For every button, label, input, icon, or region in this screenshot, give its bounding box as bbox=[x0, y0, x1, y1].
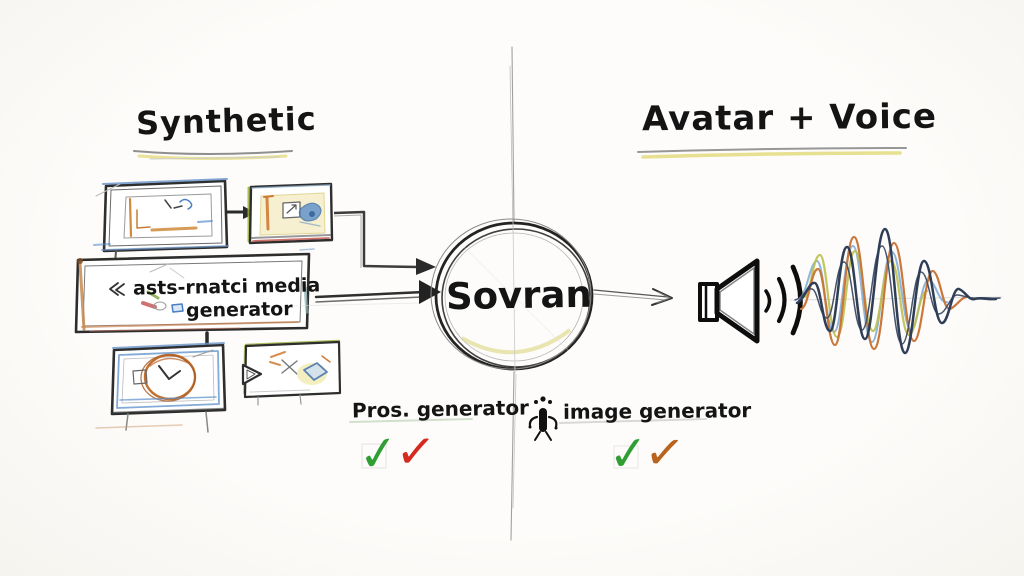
check-icon: ✓ bbox=[606, 425, 650, 484]
speaker-icon bbox=[698, 258, 760, 344]
divider-line bbox=[509, 46, 517, 541]
section-title-avatar-voice: Avatar + Voice bbox=[641, 96, 938, 140]
media-generator-label-line1: asts-rnatci media bbox=[132, 274, 321, 300]
player-screen bbox=[241, 339, 342, 406]
footer-underlines bbox=[349, 418, 707, 469]
audio-waveform-sketch bbox=[789, 227, 1003, 355]
hub-label: Sovran bbox=[445, 272, 593, 319]
arrow-hub-to-speaker bbox=[593, 288, 673, 306]
section-title-synthetic: Synthetic bbox=[135, 99, 318, 143]
arrow-media-to-hub bbox=[199, 280, 441, 309]
synthetic-underline bbox=[133, 150, 293, 160]
image-generator-checks: ✓ ✓ bbox=[606, 423, 687, 483]
image-generator-label: image generator bbox=[562, 398, 752, 424]
check-icon: ✓ bbox=[356, 424, 402, 484]
person-doodle-icon bbox=[528, 396, 558, 441]
storyboard-screen bbox=[95, 178, 229, 265]
camera-screen bbox=[247, 182, 334, 245]
pros-generator-label: Pros. generator bbox=[351, 395, 530, 423]
check-icon: ✓ bbox=[394, 423, 438, 482]
pros-generator-checks: ✓ ✓ bbox=[356, 423, 438, 484]
arrow-camera-to-hub bbox=[333, 210, 436, 275]
clock-screen bbox=[95, 342, 227, 433]
check-icon: ✓ bbox=[642, 423, 688, 483]
hub-circle bbox=[430, 218, 594, 374]
avatar-voice-underline bbox=[637, 147, 907, 159]
media-generator-label-line2: generator bbox=[185, 298, 293, 322]
media-generator-box bbox=[74, 243, 315, 334]
